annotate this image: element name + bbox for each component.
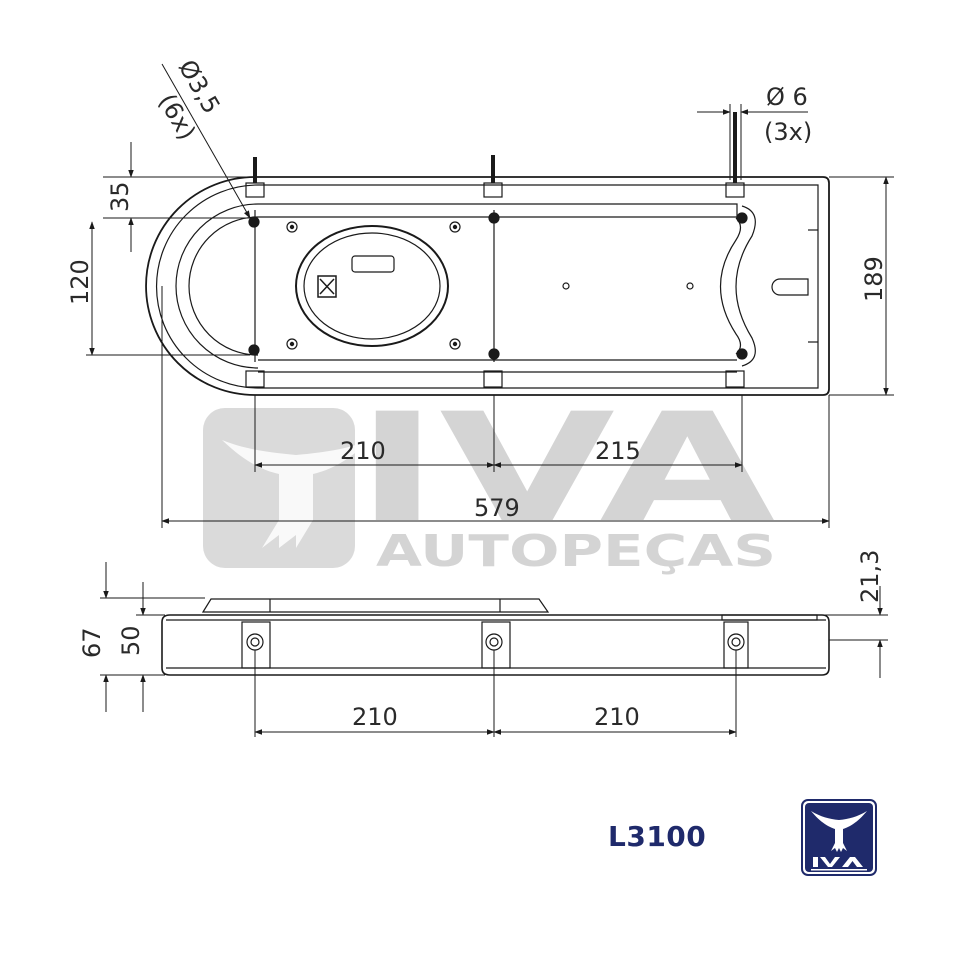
side-bosses <box>241 621 749 669</box>
part-code: L3100 <box>608 820 707 853</box>
dim-21-3-label: 21,3 <box>856 550 884 603</box>
mount-slot <box>771 278 809 296</box>
dim-210-top-label: 210 <box>340 437 386 465</box>
dim-189-label: 189 <box>860 256 888 302</box>
side-body <box>161 614 830 676</box>
dim-35-label: 35 <box>106 181 134 212</box>
logo-bird-icon <box>811 811 867 852</box>
dim-50-label: 50 <box>117 625 145 656</box>
top-body-outline <box>145 176 830 396</box>
top-view <box>145 112 830 396</box>
mounting-holes <box>248 212 748 360</box>
dim-210-side-right-label: 210 <box>594 703 640 731</box>
top-dimension-labels: Ø3,5 (6x) Ø 6 (3x) 35 120 189 210 215 57… <box>66 55 888 522</box>
top-right-arc-inner <box>720 217 742 355</box>
dim-67-label: 67 <box>78 627 106 658</box>
connector-plug <box>351 255 395 273</box>
watermark-brand-main: IVA <box>355 382 775 556</box>
watermark-brand-sub: AUTOPEÇAS <box>376 526 776 577</box>
watermark: IVA AUTOPEÇAS <box>203 382 776 577</box>
side-lens <box>201 598 550 613</box>
top-rim <box>155 184 819 389</box>
top-inner-rim-bottom <box>258 359 737 373</box>
brand-logo <box>801 799 877 876</box>
top-studs <box>245 112 745 388</box>
top-dimensions <box>86 63 894 528</box>
dim-120-label: 120 <box>66 259 94 305</box>
stud-count-label: (3x) <box>764 118 812 146</box>
top-right-arc <box>735 205 756 367</box>
top-screws <box>286 221 694 350</box>
side-dimension-labels: 67 50 21,3 210 210 <box>78 550 884 731</box>
side-dimensions <box>100 562 888 737</box>
side-view <box>161 598 830 676</box>
stud-diameter-label: Ø 6 <box>766 83 808 111</box>
connector-housing-inner <box>303 232 441 340</box>
logo-wordmark <box>813 857 863 867</box>
dim-579-label: 579 <box>474 494 520 522</box>
dim-210-side-left-label: 210 <box>352 703 398 731</box>
connector-housing-outer <box>295 225 449 347</box>
dim-215-label: 215 <box>595 437 641 465</box>
ce-mark-icon <box>317 275 337 298</box>
top-inner-arc <box>175 203 259 369</box>
